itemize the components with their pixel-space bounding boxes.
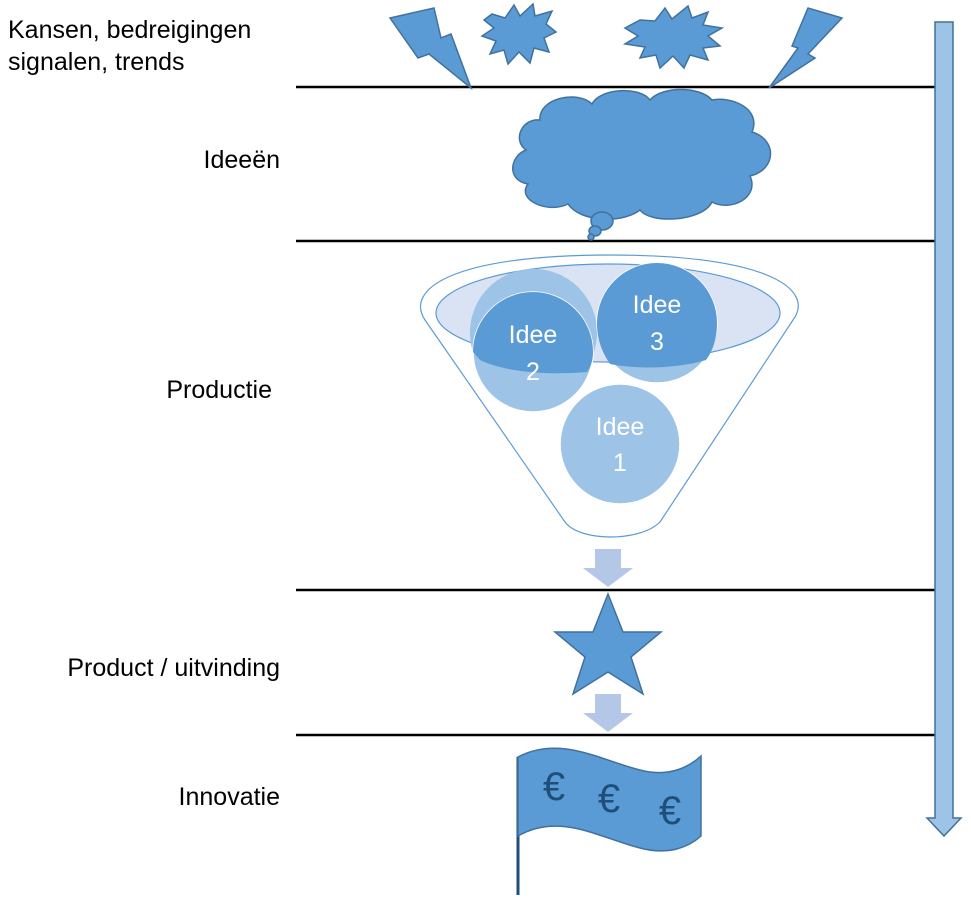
stage-dividers (296, 85, 935, 737)
stage-label-product: Product / uitvinding (67, 654, 280, 682)
thought-cloud-icon (512, 88, 772, 241)
idea-3-number: 3 (650, 328, 664, 356)
stage-label-signals-line1: Kansen, bedreigingen (8, 16, 252, 44)
idea-2-label: Idee (509, 321, 558, 349)
down-arrow-icon (583, 694, 633, 732)
burst-icon (622, 4, 725, 70)
stage-label-signals-line2: signalen, trends (8, 48, 185, 76)
lightning-bolt-icon (768, 7, 844, 89)
stage-label-production: Productie (166, 376, 272, 404)
flag-icon: € € € (516, 747, 702, 895)
stage-label-signals: Kansen, bedreigingen signalen, trends (8, 14, 251, 78)
timeline-down-arrow-icon (925, 21, 963, 838)
idea-circle-3: Idee 3 (596, 262, 718, 384)
idea-2-number: 2 (526, 358, 540, 386)
burst-icon (480, 2, 558, 66)
idea-3-label: Idee (633, 291, 682, 319)
down-arrow-icon (583, 549, 633, 587)
idea-circle-2: Idee 2 (469, 268, 598, 413)
stage-label-ideas: Ideeën (203, 146, 280, 174)
euro-symbol-3: € (659, 789, 681, 833)
stage-label-innovation: Innovatie (178, 783, 280, 811)
star-icon (552, 591, 664, 696)
lightning-bolt-icon (388, 7, 473, 91)
euro-symbol-1: € (543, 765, 565, 809)
idea-circle-1: Idee 1 (559, 383, 681, 505)
idea-1-label: Idee (596, 413, 645, 441)
euro-symbol-2: € (598, 777, 620, 821)
idea-1-number: 1 (613, 449, 627, 477)
